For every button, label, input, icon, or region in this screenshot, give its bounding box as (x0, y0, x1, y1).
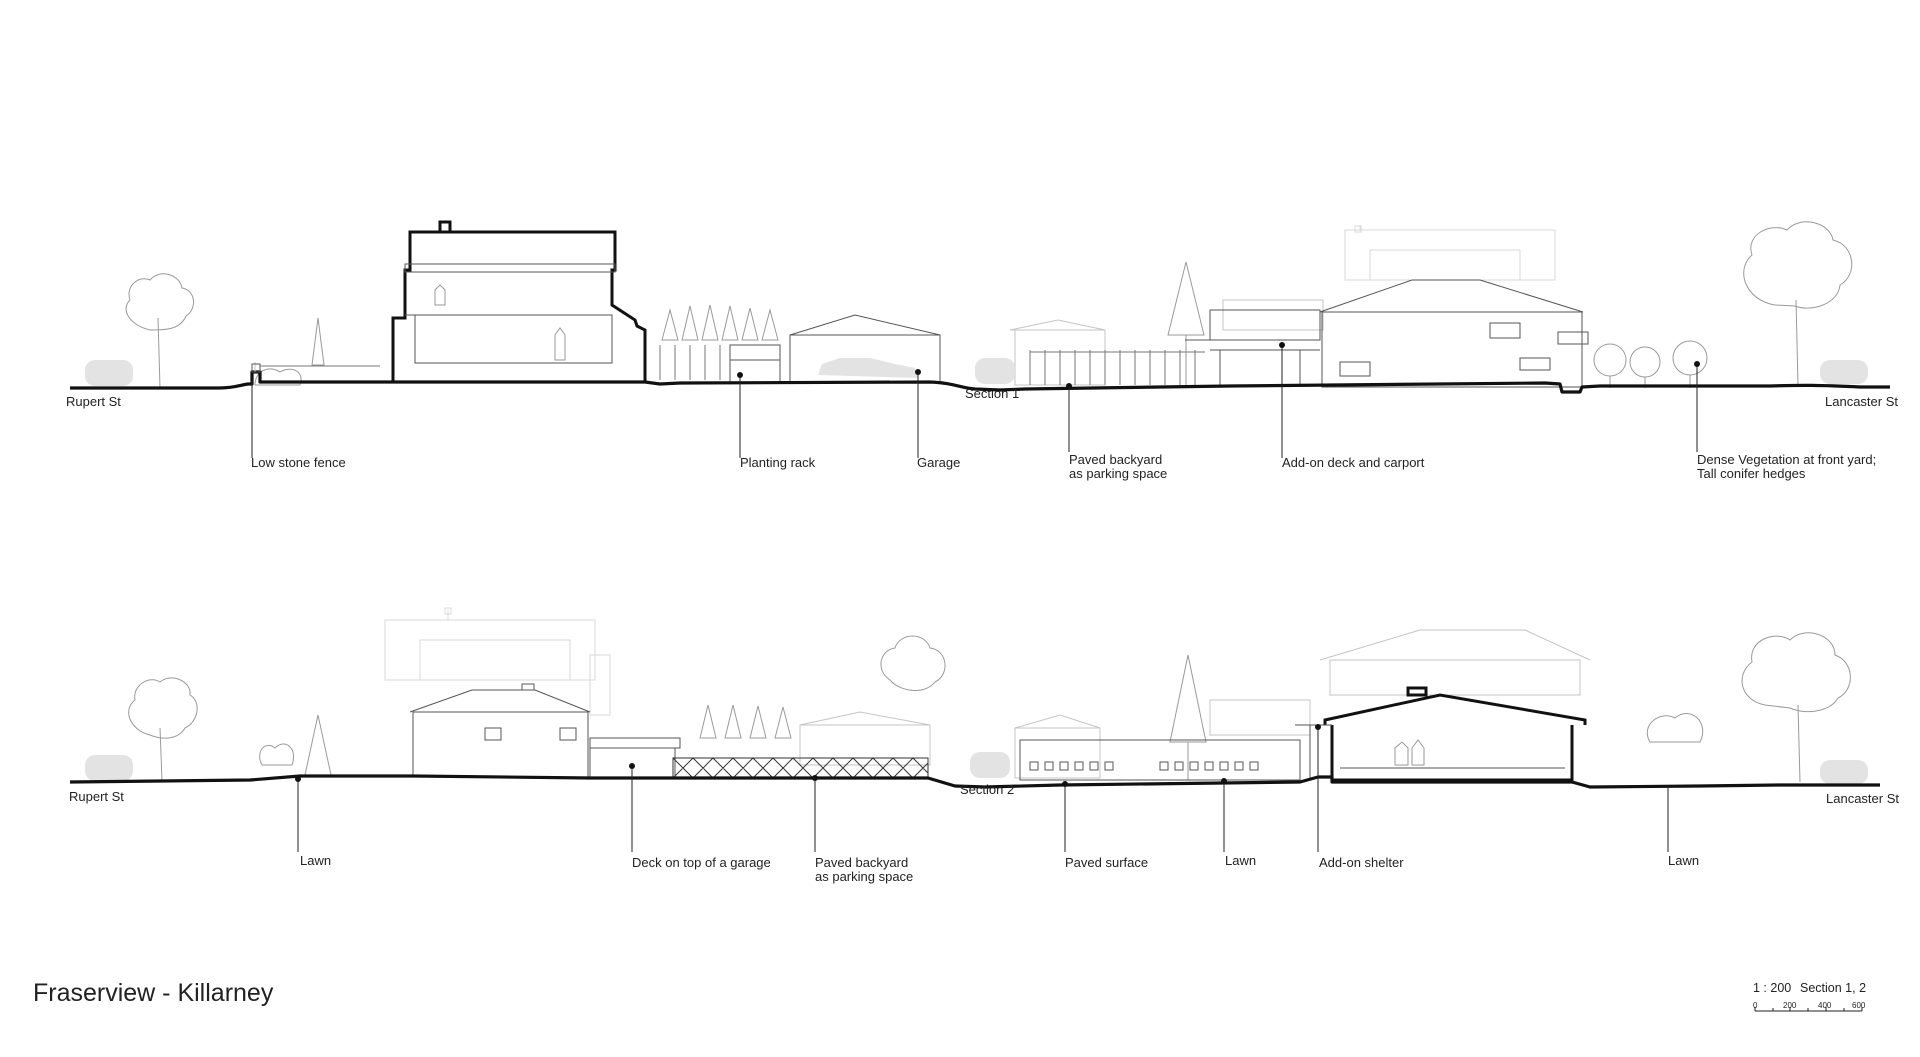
scale-tick-600: 600 (1852, 1001, 1866, 1010)
label-shelter: Add-on shelter (1319, 855, 1404, 870)
house-right-s1 (1029, 279, 1589, 388)
dot-deck-garage (629, 763, 635, 769)
background-buildings-s2 (384, 607, 1591, 779)
street-lancaster-s2: Lancaster St (1826, 791, 1899, 806)
scale-sheet-label: Section 1, 2 (1800, 981, 1866, 995)
label-planting-rack: Planting rack (740, 455, 816, 470)
cars-s2 (85, 752, 1868, 784)
dot-paved-backyard-s2 (812, 775, 818, 781)
scale-ratio: 1 : 200 (1753, 981, 1791, 995)
cars-s1 (85, 358, 1868, 386)
label-dense-vegetation: Dense Vegetation at front yard;Tall coni… (1697, 452, 1876, 481)
section-2: Rupert St Lancaster St Section 2 Lawn De… (69, 607, 1899, 884)
scale-bar-ticks (1754, 1007, 1863, 1011)
trees-s1 (125, 221, 1853, 389)
scale-tick-0: 0 (1753, 1001, 1758, 1010)
ground-line-s2 (69, 774, 1880, 789)
house-section-cut-s1 (391, 220, 647, 382)
house-section-cut-s2 (1295, 686, 1587, 782)
garage-grid-s2 (1019, 739, 1301, 781)
street-rupert-s2: Rupert St (69, 789, 124, 804)
section-1: Rupert St Lancaster St Section 1 Low sto… (66, 220, 1898, 481)
dot-dense-vegetation (1694, 361, 1700, 367)
callouts-s1: Low stone fence Planting rack Garage Pav… (251, 342, 1876, 481)
dot-lawn-2 (1221, 778, 1227, 784)
dot-deck-carport (1279, 342, 1285, 348)
scale-tick-200: 200 (1783, 1001, 1797, 1010)
label-garage: Garage (917, 455, 960, 470)
dot-paved-surface (1062, 781, 1068, 787)
scale-bar: 1 : 200 Section 1, 2 0 200 400 600 (1753, 981, 1866, 1012)
label-lawn-2: Lawn (1225, 853, 1256, 868)
label-lawn-3: Lawn (1668, 853, 1699, 868)
label-paved-surface: Paved surface (1065, 855, 1148, 870)
house-left-s2 (409, 683, 929, 779)
label-deck-carport: Add-on deck and carport (1282, 455, 1425, 470)
label-low-stone-fence: Low stone fence (251, 455, 346, 470)
callouts-s2: Lawn Deck on top of a garage Paved backy… (295, 724, 1699, 884)
stone-fence-block-s1 (251, 363, 261, 373)
section-1-label: Section 1 (965, 386, 1019, 401)
scale-tick-400: 400 (1818, 1001, 1832, 1010)
label-deck-garage: Deck on top of a garage (632, 855, 771, 870)
trees-s2 (128, 632, 1851, 783)
label-lawn-1: Lawn (300, 853, 331, 868)
dot-paved-backyard-s1 (1066, 383, 1072, 389)
street-lancaster-s1: Lancaster St (1825, 394, 1898, 409)
section-2-label: Section 2 (960, 782, 1014, 797)
garage-s1 (659, 314, 941, 384)
dot-garage (915, 369, 921, 375)
dot-lawn-1 (295, 776, 301, 782)
street-rupert-s1: Rupert St (66, 394, 121, 409)
dot-shelter (1315, 724, 1321, 730)
drawing-title: Fraserview - Killarney (33, 979, 274, 1007)
dot-planting-rack (737, 372, 743, 378)
ground-line-s1 (70, 370, 1890, 394)
